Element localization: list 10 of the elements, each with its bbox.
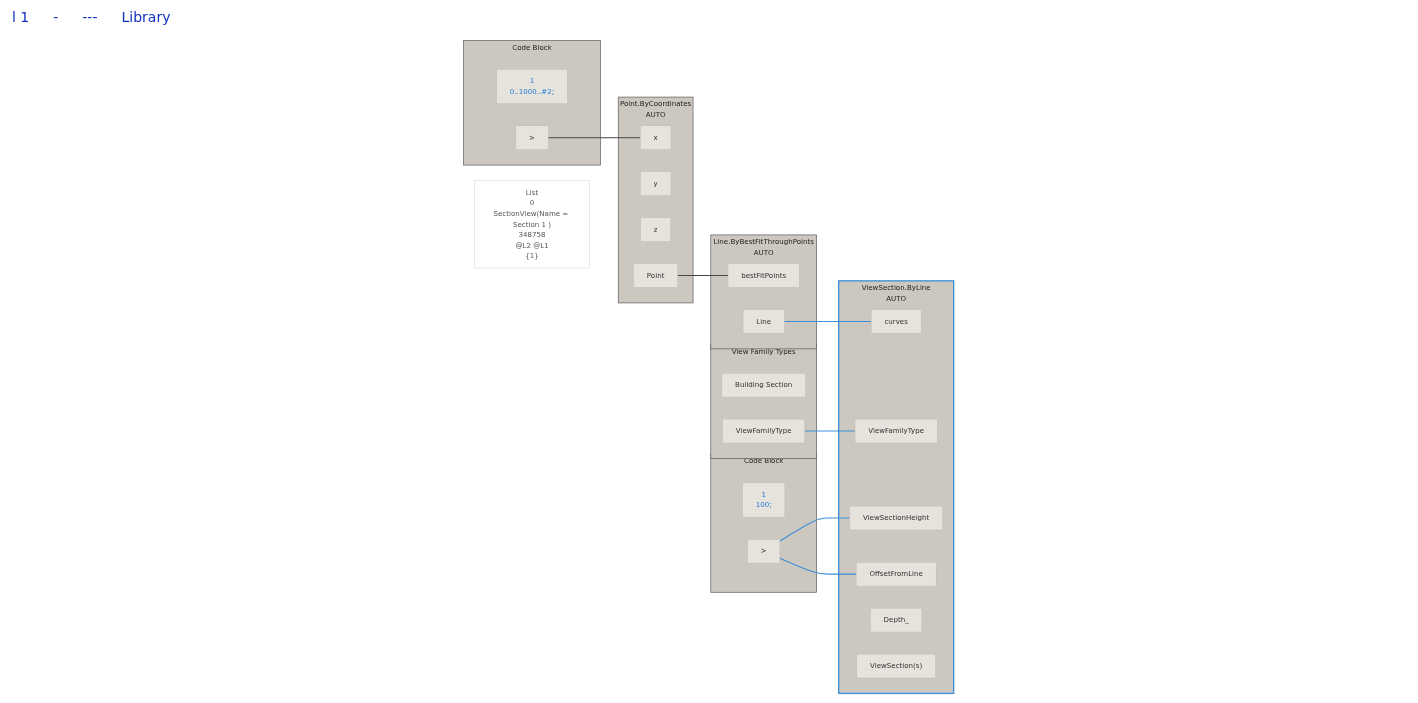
connector	[784, 320, 873, 322]
connector	[779, 557, 858, 575]
label-text: Library	[121, 9, 171, 25]
label-text: ---	[82, 9, 98, 25]
label-text: -	[53, 9, 59, 25]
label-text: l 1	[12, 9, 30, 25]
connector	[779, 517, 851, 542]
connector	[677, 274, 729, 276]
connector	[804, 430, 856, 432]
connector	[548, 136, 642, 138]
